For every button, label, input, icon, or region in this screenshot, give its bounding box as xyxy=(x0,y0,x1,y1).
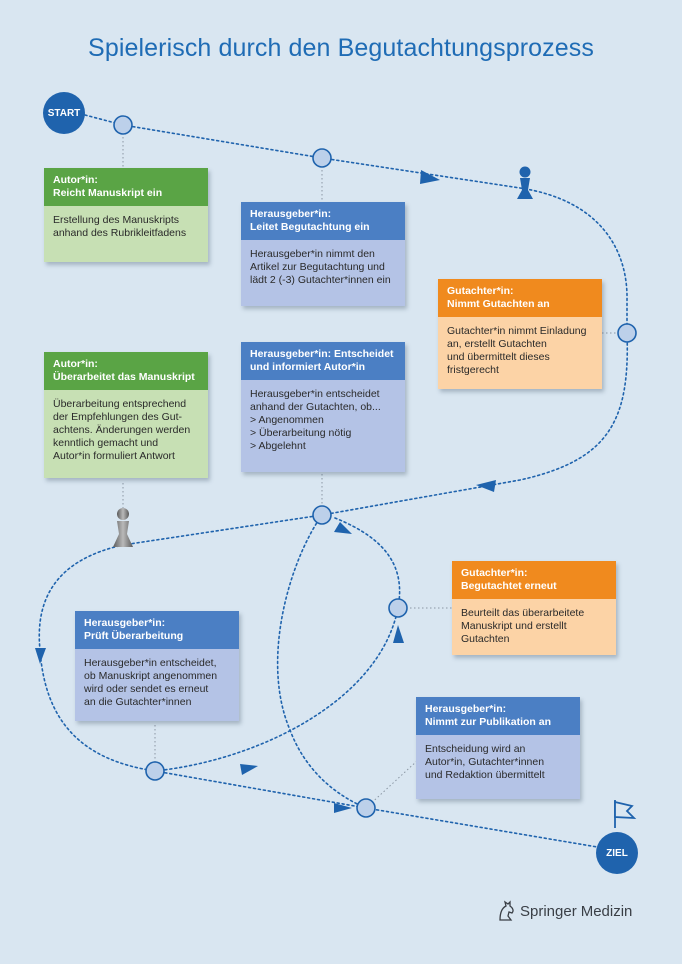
card-hg-decides: Herausgeber*in: Entscheidet und informie… xyxy=(241,342,405,472)
end-badge: ZIEL xyxy=(596,832,638,874)
card-hg-checks-revision: Herausgeber*in: Prüft Überarbeitung Hera… xyxy=(75,611,239,721)
card-body: Herausgeber*in entscheidet anhand der Gu… xyxy=(241,380,405,472)
card-body: Beurteilt das überarbeitete Manuskript u… xyxy=(452,599,616,655)
logo-sub: Medizin xyxy=(580,902,633,920)
start-badge: START xyxy=(43,92,85,134)
card-hg-accepts-publication: Herausgeber*in: Nimmt zur Publikation an… xyxy=(416,697,580,799)
flag-icon xyxy=(614,800,637,828)
logo-brand: Springer xyxy=(520,902,577,920)
arrow-3 xyxy=(35,648,46,664)
node-7 xyxy=(356,798,376,818)
card-reviewer-reevaluates: Gutachter*in: Begutachtet erneut Beurtei… xyxy=(452,561,616,655)
card-header: Herausgeber*in: Prüft Überarbeitung xyxy=(75,611,239,649)
card-header: Autor*in: Überarbeitet das Manuskript xyxy=(44,352,208,390)
card-header: Herausgeber*in: Leitet Begutachtung ein xyxy=(241,202,405,240)
node-6 xyxy=(145,761,165,781)
path-node1-to-node2 xyxy=(122,124,323,159)
node-2 xyxy=(312,148,332,168)
path-loop-down xyxy=(276,514,367,809)
path-reloop-up xyxy=(154,517,401,772)
node-4 xyxy=(312,505,332,525)
arrow-7 xyxy=(334,522,352,534)
card-body: Gutachter*in nimmt Einladung an, erstell… xyxy=(438,317,602,389)
node-3 xyxy=(617,323,637,343)
card-header: Herausgeber*in: Nimmt zur Publikation an xyxy=(416,697,580,735)
card-header: Herausgeber*in: Entscheidet und informie… xyxy=(241,342,405,380)
card-autor-revises: Autor*in: Überarbeitet das Manuskript Üb… xyxy=(44,352,208,478)
pawn-blue-icon xyxy=(517,166,533,199)
card-body: Überarbeitung entsprechend der Empfehlun… xyxy=(44,390,208,478)
arrow-1 xyxy=(420,170,440,184)
pawn-grey-icon xyxy=(113,508,133,547)
card-body: Herausgeber*in nimmt den Artikel zur Beg… xyxy=(241,240,405,306)
card-header: Gutachter*in: Begutachtet erneut xyxy=(452,561,616,599)
card-header: Autor*in: Reicht Manuskript ein xyxy=(44,168,208,206)
card-body: Herausgeber*in entscheidet, ob Manuskrip… xyxy=(75,649,239,721)
node-5 xyxy=(388,598,408,618)
arrow-5 xyxy=(334,803,352,813)
connector-hg4 xyxy=(365,759,419,809)
card-body: Erstellung des Manuskripts anhand des Ru… xyxy=(44,206,208,262)
card-header: Gutachter*in: Nimmt Gutachten an xyxy=(438,279,602,317)
springer-horse-icon xyxy=(499,900,514,921)
arrow-2 xyxy=(476,480,496,492)
path-right-down xyxy=(321,332,629,516)
arrow-6 xyxy=(393,625,404,643)
path-node2-to-right xyxy=(321,157,628,334)
card-autor-submits: Autor*in: Reicht Manuskript ein Erstellu… xyxy=(44,168,208,262)
card-reviewer-accepts: Gutachter*in: Nimmt Gutachten an Gutacht… xyxy=(438,279,602,389)
page-title: Spielerisch durch den Begutachtungsproze… xyxy=(88,34,594,62)
arrow-4 xyxy=(240,764,258,775)
card-hg-initiates-review: Herausgeber*in: Leitet Begutachtung ein … xyxy=(241,202,405,306)
node-1 xyxy=(113,115,133,135)
card-body: Entscheidung wird an Autor*in, Gutachter… xyxy=(416,735,580,799)
springer-medizin-logo: Springer Medizin xyxy=(496,900,632,922)
